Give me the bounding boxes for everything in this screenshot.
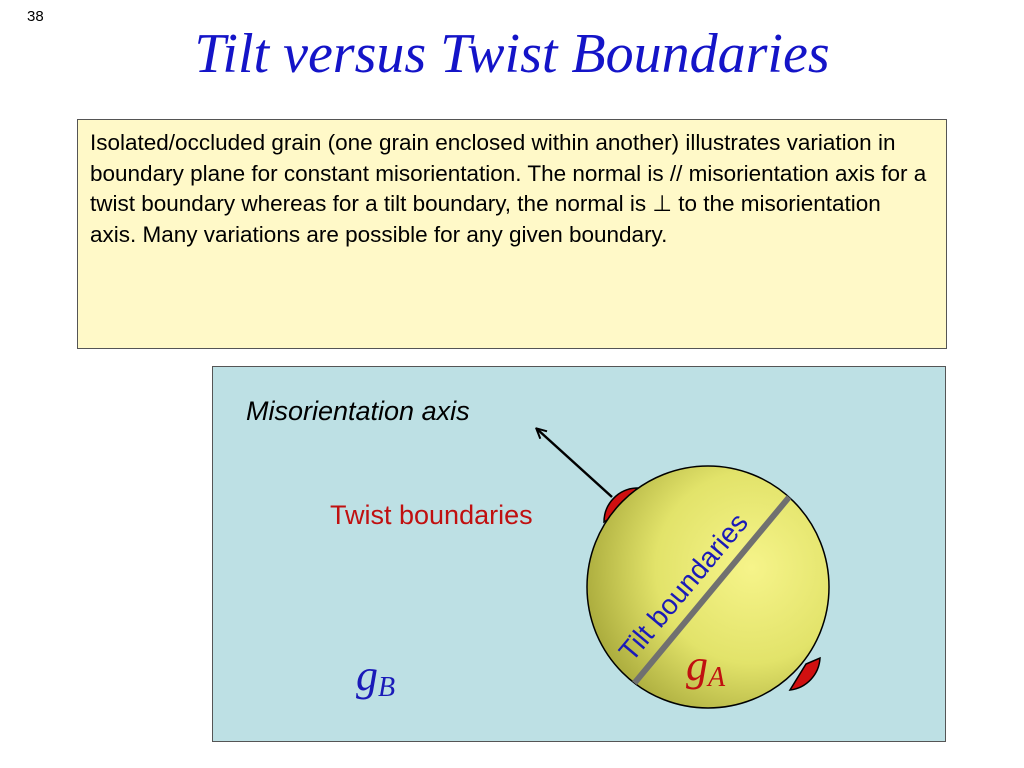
description-text: Isolated/occluded grain (one grain enclo…: [90, 130, 927, 247]
grain-a-subscript: A: [706, 662, 726, 693]
misorientation-axis-label: Misorientation axis: [246, 396, 470, 426]
grain-a-symbol: g: [686, 641, 708, 690]
grain-a-label: gA: [686, 641, 726, 693]
description-box: Isolated/occluded grain (one grain enclo…: [77, 119, 947, 349]
twist-boundary-lower: [788, 656, 821, 691]
slide-title: Tilt versus Twist Boundaries: [194, 23, 830, 85]
grain-b-subscript: B: [378, 672, 395, 703]
grain-b-label: gB: [356, 651, 395, 703]
tilt-boundary-line: [629, 488, 798, 688]
grain-b-symbol: g: [356, 651, 378, 700]
misorientation-axis-arrow: [537, 429, 613, 498]
slide-number: 38: [27, 8, 44, 25]
twist-boundaries-label: Twist boundaries: [330, 500, 533, 530]
